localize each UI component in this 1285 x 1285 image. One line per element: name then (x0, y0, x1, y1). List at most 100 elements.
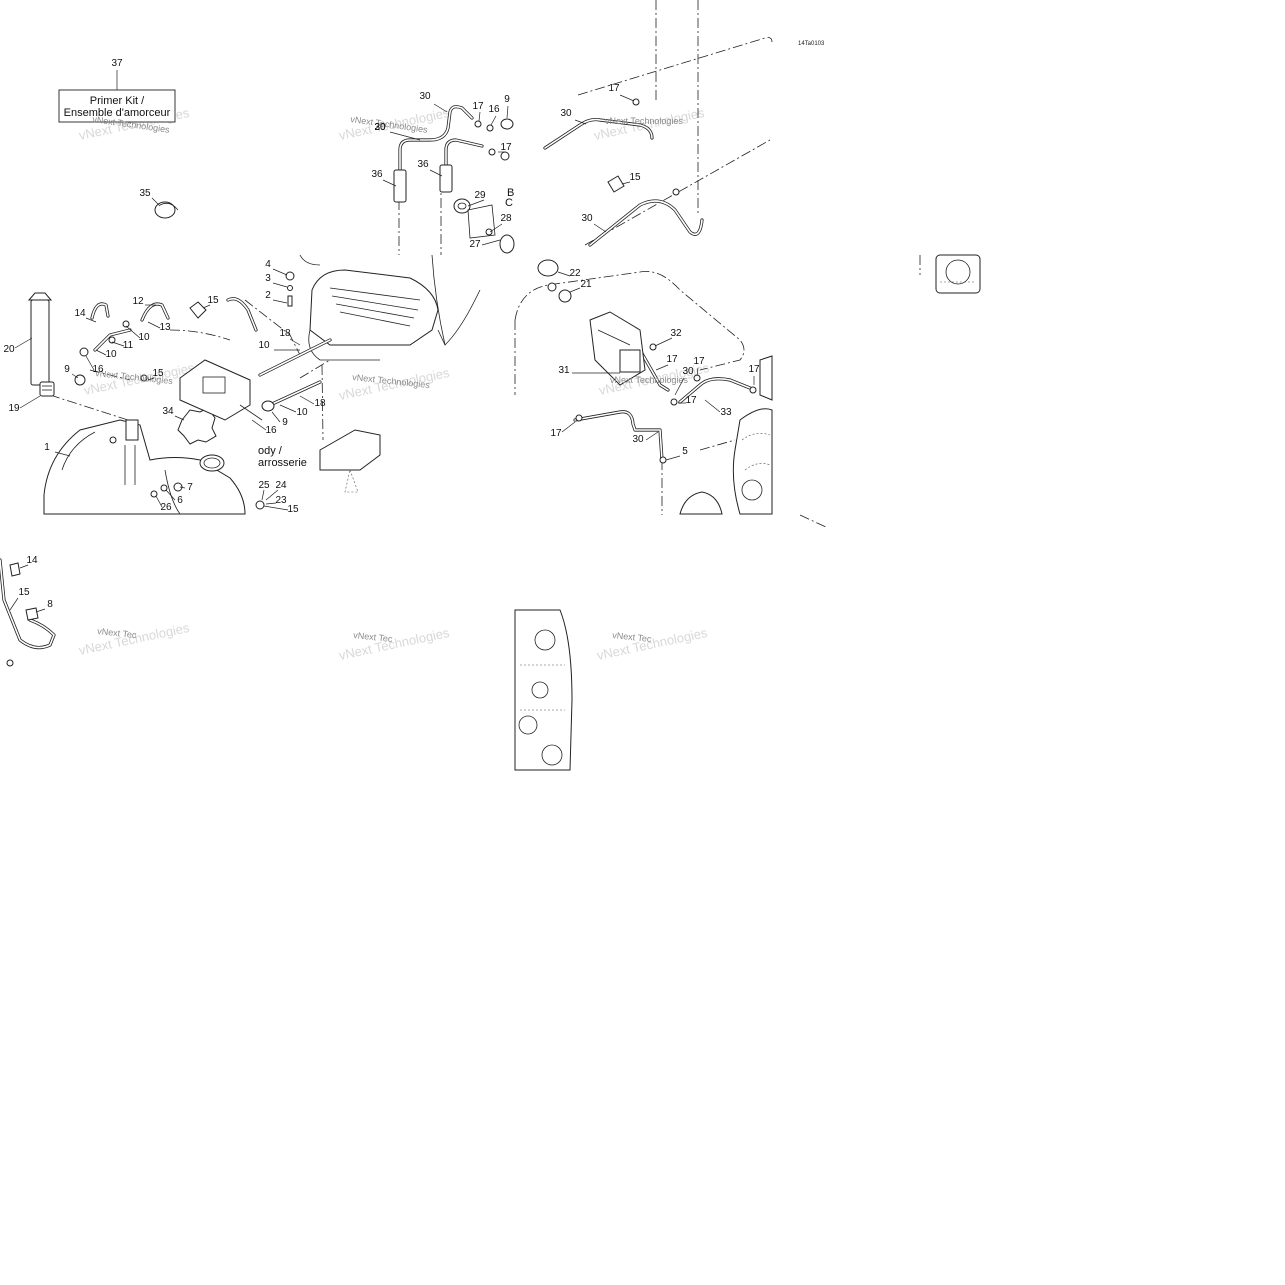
callout-leader (147, 321, 161, 329)
assembly-lines (49, 0, 921, 529)
callout-leader (54, 451, 71, 457)
primer-pump (589, 311, 646, 386)
callout-leader (645, 431, 659, 441)
callout-number: 18 (314, 398, 326, 409)
callout-number: 27 (469, 239, 481, 250)
callout-leader (574, 119, 587, 125)
callout-leader (272, 282, 288, 288)
callout-leader (704, 399, 721, 413)
callout-leader (265, 489, 279, 501)
callout-leader (593, 223, 607, 233)
callout-number: 25 (258, 480, 270, 491)
primer-kit-box: Primer Kit / Ensemble d'amorceur (58, 70, 176, 123)
fuel-tank (43, 419, 246, 515)
callout-leader (261, 489, 265, 501)
callout-leader (35, 608, 46, 613)
fuel-lines (0, 105, 752, 650)
callout-number: 3 (265, 273, 271, 284)
callout-number: 32 (670, 328, 682, 339)
callout-number: 16 (92, 364, 104, 375)
callout-number: 15 (287, 504, 299, 515)
callout-number: 30 (560, 108, 572, 119)
callout-number: 9 (504, 94, 510, 105)
callout-number: 26 (160, 502, 172, 513)
callout-number: 17 (748, 364, 760, 375)
callout-leader (174, 415, 185, 421)
callout-leader (557, 271, 571, 277)
callout-number: 15 (152, 368, 164, 379)
callout-leader (251, 419, 267, 431)
callout-number: 28 (500, 213, 512, 224)
callout-leader (467, 199, 485, 207)
callout-number: 1 (44, 442, 50, 453)
callout-number: 11 (123, 340, 134, 351)
callout-leader (165, 489, 176, 501)
callout-leader (299, 395, 315, 405)
callout-leader (621, 181, 631, 185)
partial-label-bottom: C (505, 197, 513, 209)
callout-leader (619, 94, 635, 102)
callout-leader (289, 338, 301, 346)
callout-number: 17 (550, 428, 562, 439)
callout-number: 20 (3, 344, 15, 355)
callout-number: 14 (26, 555, 38, 566)
callout-leader (19, 395, 41, 409)
body-label-fr: arrosserie (258, 457, 307, 469)
callout-number: 15 (18, 587, 30, 598)
watermark-text: vNext Technologies (610, 375, 688, 385)
callout-number: 30 (581, 213, 593, 224)
callout-leader (263, 505, 289, 511)
primer-kit-label-fr: Ensemble d'amorceur (64, 107, 171, 119)
callout-leader (147, 377, 155, 381)
callout-number: 30 (374, 122, 386, 133)
callout-leader (389, 131, 421, 141)
callout-leader (382, 179, 397, 187)
callout-number: 31 (558, 365, 570, 376)
callout-number: 16 (265, 425, 277, 436)
callout-leader (655, 364, 669, 371)
callout-number: 30 (419, 91, 431, 102)
callout-number: 30 (682, 366, 694, 377)
callout-leader (478, 111, 481, 122)
callout-leader (569, 287, 581, 293)
callout-number: 17 (472, 101, 484, 112)
watermark-text: vNext Tec (97, 626, 138, 640)
callout-number: 14 (74, 308, 86, 319)
callout-leader (95, 349, 107, 356)
callout-number: 22 (569, 268, 581, 279)
callout-leader (14, 337, 33, 349)
callout-number: 10 (258, 340, 270, 351)
callout-number: 17 (500, 142, 512, 153)
callout-number: 33 (720, 407, 732, 418)
bracket-plate (179, 359, 263, 421)
carburetor-partial (935, 254, 981, 294)
callout-number: 8 (47, 599, 53, 610)
engine-lower-fragment (514, 609, 573, 771)
callout-number: 16 (488, 104, 500, 115)
callout-number: 17 (666, 354, 678, 365)
watermark-text: vNext Tec (353, 630, 394, 644)
callout-leader (272, 299, 288, 304)
callout-number: 10 (105, 349, 117, 360)
drawing-code: 14Ta0103 (798, 41, 825, 47)
callout-leader (179, 486, 186, 489)
callout-leader (279, 404, 297, 413)
callout-number: 15 (207, 295, 219, 306)
callout-number: 29 (474, 190, 486, 201)
callout-number: 19 (8, 403, 20, 414)
callout-number: 23 (275, 495, 287, 506)
callout-number: 9 (64, 364, 70, 375)
callout-leader (429, 169, 443, 177)
watermark-text: vNext Technologies (605, 116, 683, 126)
watermark-text: vNext Tec (612, 630, 653, 644)
callout-number: 15 (629, 172, 641, 183)
callout-leader (155, 495, 163, 508)
callout-leader (561, 421, 576, 433)
callout-leader (506, 105, 509, 119)
callout-leader (433, 103, 448, 113)
callout-leader (9, 597, 19, 611)
callout-number: 34 (162, 406, 174, 417)
lower-shield (319, 429, 381, 493)
callout-number: 37 (111, 58, 123, 69)
